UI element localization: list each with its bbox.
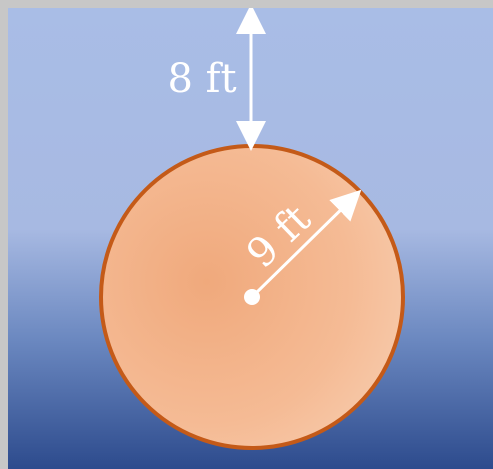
diagram-svg: 8 ft 9 ft [8,8,493,469]
radius-arrow [250,189,362,299]
depth-label: 8 ft [167,56,236,102]
diagram-scene: 8 ft 9 ft [8,8,493,469]
